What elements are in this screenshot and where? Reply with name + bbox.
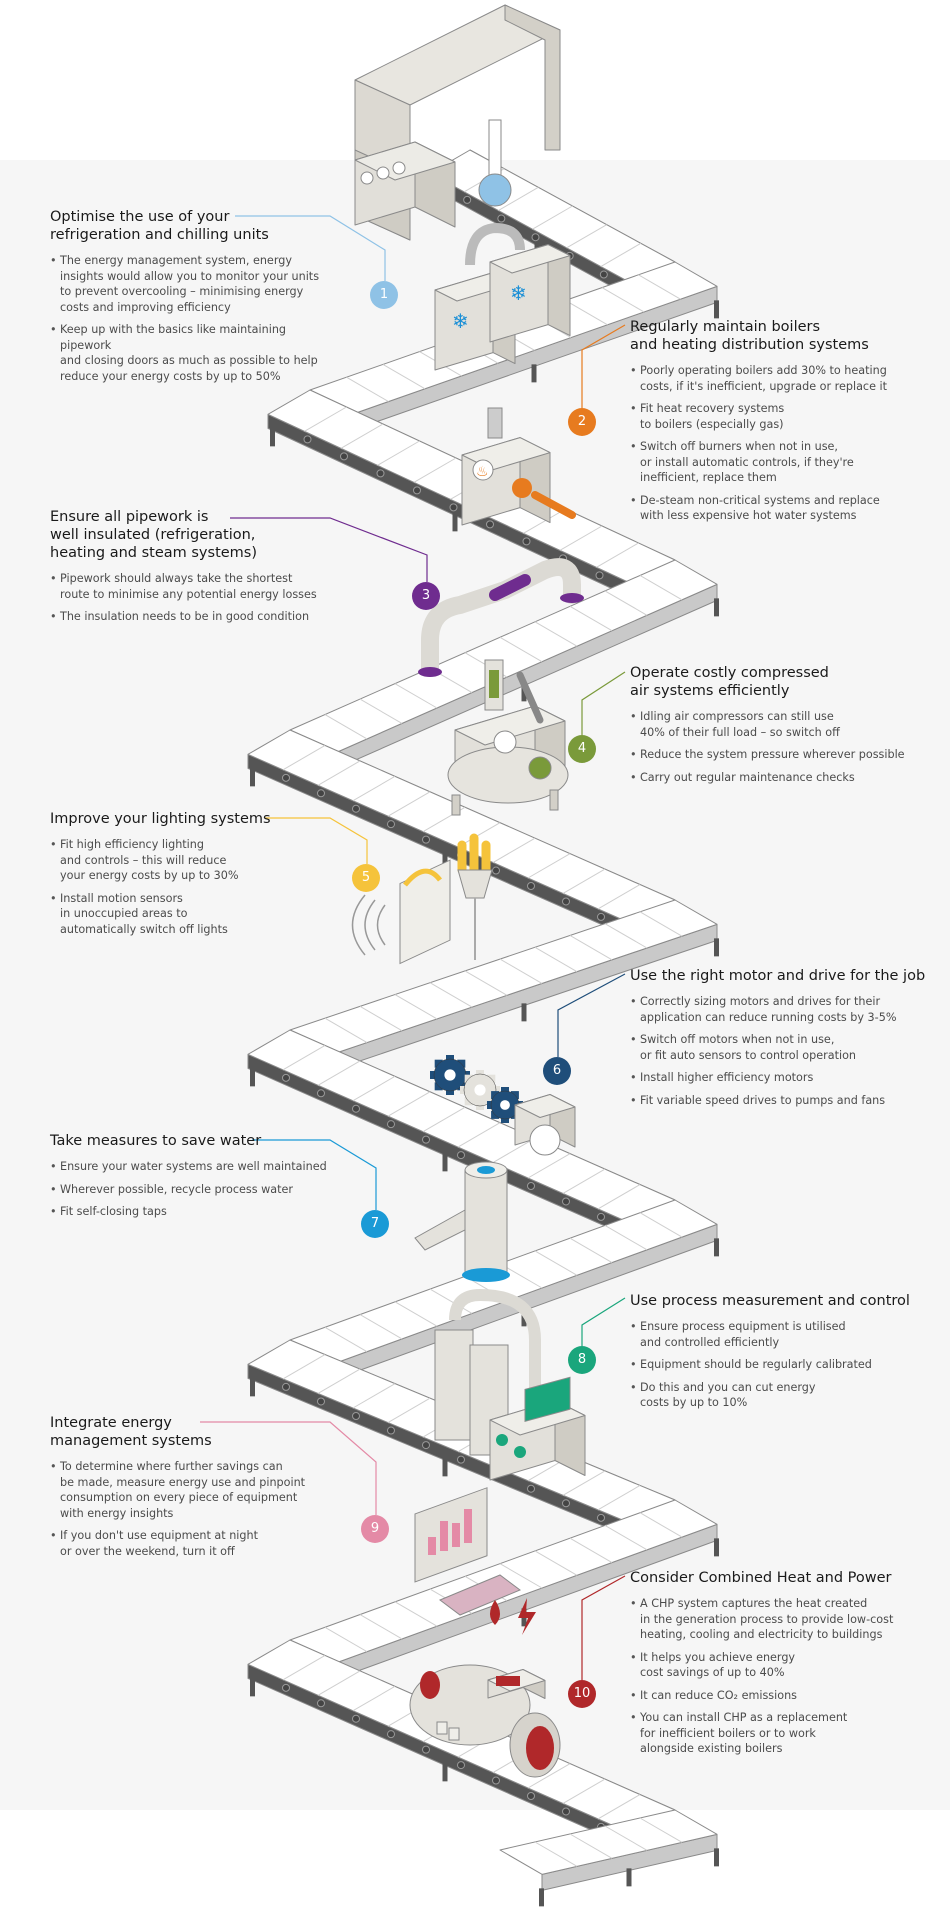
tip-title: Use process measurement and control: [630, 1293, 910, 1309]
tip-bullet-list: Idling air compressors can still use 40%…: [630, 709, 930, 785]
tip-number-badge: 1: [370, 281, 398, 309]
tip-bullet: Idling air compressors can still use 40%…: [630, 709, 930, 740]
tip-bullet: Reduce the system pressure wherever poss…: [630, 747, 930, 763]
tip-4: Operate costly compressed air systems ef…: [630, 664, 930, 792]
pipework-icon: [418, 558, 584, 677]
tip-bullet: Fit high efficiency lighting and control…: [50, 837, 330, 884]
svg-text:❄: ❄: [452, 309, 469, 333]
tip-bullet: It helps you achieve energy cost savings…: [630, 1650, 930, 1681]
boiler-icon: ♨: [461, 407, 576, 526]
conveyor-segment-12: [499, 1809, 719, 1907]
tip-bullet-list: Poorly operating boilers add 30% to heat…: [630, 363, 930, 524]
leader-line-10: [581, 1575, 626, 1680]
tip-title: Operate costly compressed air systems ef…: [630, 665, 829, 699]
tip-title: Consider Combined Heat and Power: [630, 1570, 892, 1586]
conveyor-segment-7: [247, 1029, 676, 1257]
tip-bullet: Ensure process equipment is utilised and…: [630, 1319, 930, 1350]
tip-bullet: The insulation needs to be in good condi…: [50, 609, 330, 625]
refrigeration-unit-icon: ❄❄: [354, 4, 571, 371]
light-bulb-icon: [351, 833, 493, 965]
svg-text:♨: ♨: [476, 464, 489, 480]
leader-line-7: [252, 1139, 377, 1210]
tip-number-badge: 8: [568, 1346, 596, 1374]
tip-9: Integrate energy management systems To de…: [50, 1414, 330, 1566]
tip-bullet: De-steam non-critical systems and replac…: [630, 493, 930, 524]
energy-monitor-icon: [414, 1487, 521, 1616]
leader-line-2: [581, 324, 626, 408]
tip-title: Ensure all pipework is well insulated (r…: [50, 509, 258, 561]
tip-10: Consider Combined Heat and Power A CHP sy…: [630, 1569, 930, 1764]
tip-bullet: You can install CHP as a replacement for…: [630, 1710, 930, 1757]
tip-bullet: Fit self-closing taps: [50, 1204, 330, 1220]
conveyor-belt-path: [247, 149, 719, 1907]
tip-bullet: The energy management system, energy ins…: [50, 253, 340, 315]
tip-number-badge: 2: [568, 408, 596, 436]
leader-line-4: [581, 671, 626, 735]
tip-number-badge: 6: [543, 1057, 571, 1085]
tip-bullet-list: To determine where further savings can b…: [50, 1459, 330, 1559]
tip-bullet-list: Correctly sizing motors and drives for t…: [630, 994, 940, 1108]
tip-bullet: Ensure your water systems are well maint…: [50, 1159, 330, 1175]
svg-text:❄: ❄: [510, 281, 527, 305]
tip-5: Improve your lighting systemsFit high ef…: [50, 810, 330, 944]
tip-title: Regularly maintain boilers and heating d…: [630, 319, 869, 353]
tip-number-badge: 5: [352, 864, 380, 892]
tip-bullet-list: Pipework should always take the shortest…: [50, 571, 330, 625]
tip-2: Regularly maintain boilers and heating d…: [630, 318, 930, 531]
tip-bullet: Install motion sensors in unoccupied are…: [50, 891, 330, 938]
tip-number-badge: 7: [361, 1210, 389, 1238]
tip-1: Optimise the use of your refrigeration a…: [50, 208, 340, 391]
leader-lines: [200, 215, 626, 1680]
motor-gears-icon: [430, 1055, 576, 1156]
tip-bullet: Equipment should be regularly calibrated: [630, 1357, 930, 1373]
leader-line-9: [200, 1421, 377, 1515]
tip-bullet: Correctly sizing motors and drives for t…: [630, 994, 940, 1025]
tip-title: Integrate energy management systems: [50, 1415, 212, 1449]
leader-line-8: [581, 1297, 626, 1346]
tip-6: Use the right motor and drive for the jo…: [630, 967, 940, 1115]
tip-number-badge: 4: [568, 735, 596, 763]
tip-bullet-list: Ensure your water systems are well maint…: [50, 1159, 330, 1220]
tip-bullet-list: Fit high efficiency lighting and control…: [50, 837, 330, 937]
tip-bullet: Poorly operating boilers add 30% to heat…: [630, 363, 930, 394]
tip-bullet: If you don't use equipment at night or o…: [50, 1528, 330, 1559]
tip-bullet: Fit variable speed drives to pumps and f…: [630, 1093, 940, 1109]
tip-bullet: A CHP system captures the heat created i…: [630, 1596, 930, 1643]
tip-bullet: It can reduce CO₂ emissions: [630, 1688, 930, 1704]
tip-7: Take measures to save waterEnsure your w…: [50, 1132, 330, 1227]
leader-line-6: [557, 973, 626, 1057]
tip-8: Use process measurement and controlEnsur…: [630, 1292, 930, 1418]
tip-title: Use the right motor and drive for the jo…: [630, 968, 926, 984]
tip-number-badge: 3: [412, 582, 440, 610]
tip-bullet: Switch off motors when not in use, or fi…: [630, 1032, 940, 1063]
conveyor-segment-1: [429, 149, 676, 318]
tip-title: Take measures to save water: [50, 1133, 262, 1149]
tip-number-badge: 10: [568, 1680, 596, 1708]
tip-bullet: Pipework should always take the shortest…: [50, 571, 330, 602]
tip-bullet-list: Ensure process equipment is utilised and…: [630, 1319, 930, 1411]
process-control-icon: [434, 1288, 586, 1481]
tip-bullet-list: The energy management system, energy ins…: [50, 253, 340, 384]
tip-bullet: Carry out regular maintenance checks: [630, 770, 930, 786]
tip-bullet: To determine where further savings can b…: [50, 1459, 330, 1521]
tip-bullet: Do this and you can cut energy costs by …: [630, 1380, 930, 1411]
tip-bullet: Install higher efficiency motors: [630, 1070, 940, 1086]
tip-number-badge: 9: [361, 1515, 389, 1543]
leader-line-3: [230, 517, 428, 582]
chp-generator-icon: [409, 1598, 561, 1778]
air-compressor-icon: [447, 659, 569, 816]
tip-bullet: Keep up with the basics like maintaining…: [50, 322, 340, 384]
tip-bullet-list: A CHP system captures the heat created i…: [630, 1596, 930, 1757]
water-tap-icon: [414, 1161, 510, 1282]
leader-line-1: [235, 215, 386, 281]
tip-title: Optimise the use of your refrigeration a…: [50, 209, 269, 243]
tip-bullet: Wherever possible, recycle process water: [50, 1182, 330, 1198]
tip-bullet: Switch off burners when not in use, or i…: [630, 439, 930, 486]
tip-3: Ensure all pipework is well insulated (r…: [50, 508, 330, 632]
tip-title: Improve your lighting systems: [50, 811, 271, 827]
tip-bullet: Fit heat recovery systems to boilers (es…: [630, 401, 930, 432]
leader-line-5: [265, 817, 368, 864]
